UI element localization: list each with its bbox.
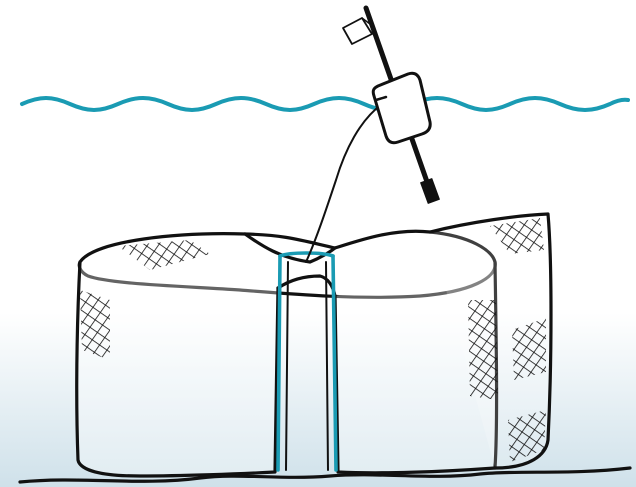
cable-left-strand — [278, 256, 280, 470]
cage-body-left — [77, 262, 278, 476]
hatch-right-side — [468, 300, 498, 400]
hatch-left-side — [80, 290, 110, 360]
